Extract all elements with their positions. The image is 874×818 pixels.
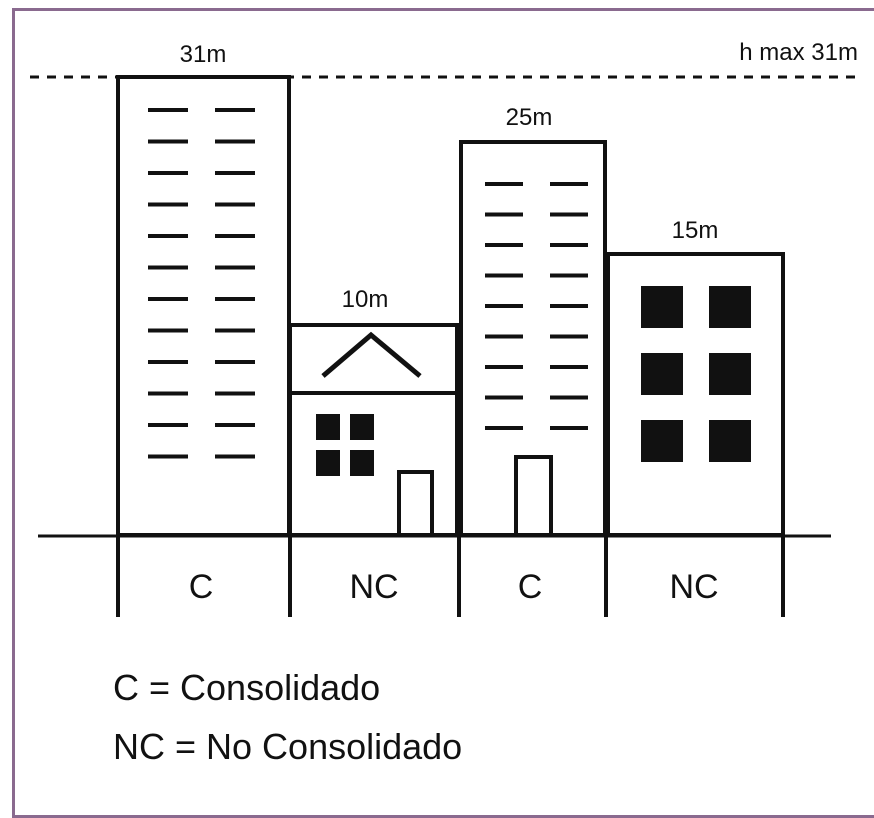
building-3-windows [485, 182, 588, 430]
building-3-category: C [518, 568, 543, 606]
max-height-label: h max 31m [739, 39, 858, 66]
building-2 [288, 323, 459, 537]
building-2-roof-chevron [321, 331, 422, 378]
building-1-body [116, 75, 291, 537]
building-4-windows [641, 286, 751, 462]
building-4 [606, 252, 785, 537]
building-2-category: NC [349, 568, 398, 606]
building-4-category: NC [669, 568, 718, 606]
building-1-category: C [189, 568, 214, 606]
building-4-body [606, 252, 785, 537]
building-1-height-label: 31m [180, 41, 227, 68]
building-2-height-label: 10m [342, 286, 389, 313]
legend-line-1: C = Consolidado [113, 667, 380, 708]
building-3-door [514, 455, 553, 537]
category-dividers [116, 536, 785, 617]
building-1 [116, 75, 291, 537]
building-2-window [316, 414, 374, 476]
height-diagram: h max 31m 31m 10m 25m [30, 39, 860, 767]
building-2-door [397, 470, 434, 537]
building-4-height-label: 15m [672, 217, 719, 244]
building-1-windows [148, 108, 255, 459]
legend-line-2: NC = No Consolidado [113, 726, 462, 767]
building-3 [459, 140, 607, 537]
building-3-height-label: 25m [506, 104, 553, 131]
